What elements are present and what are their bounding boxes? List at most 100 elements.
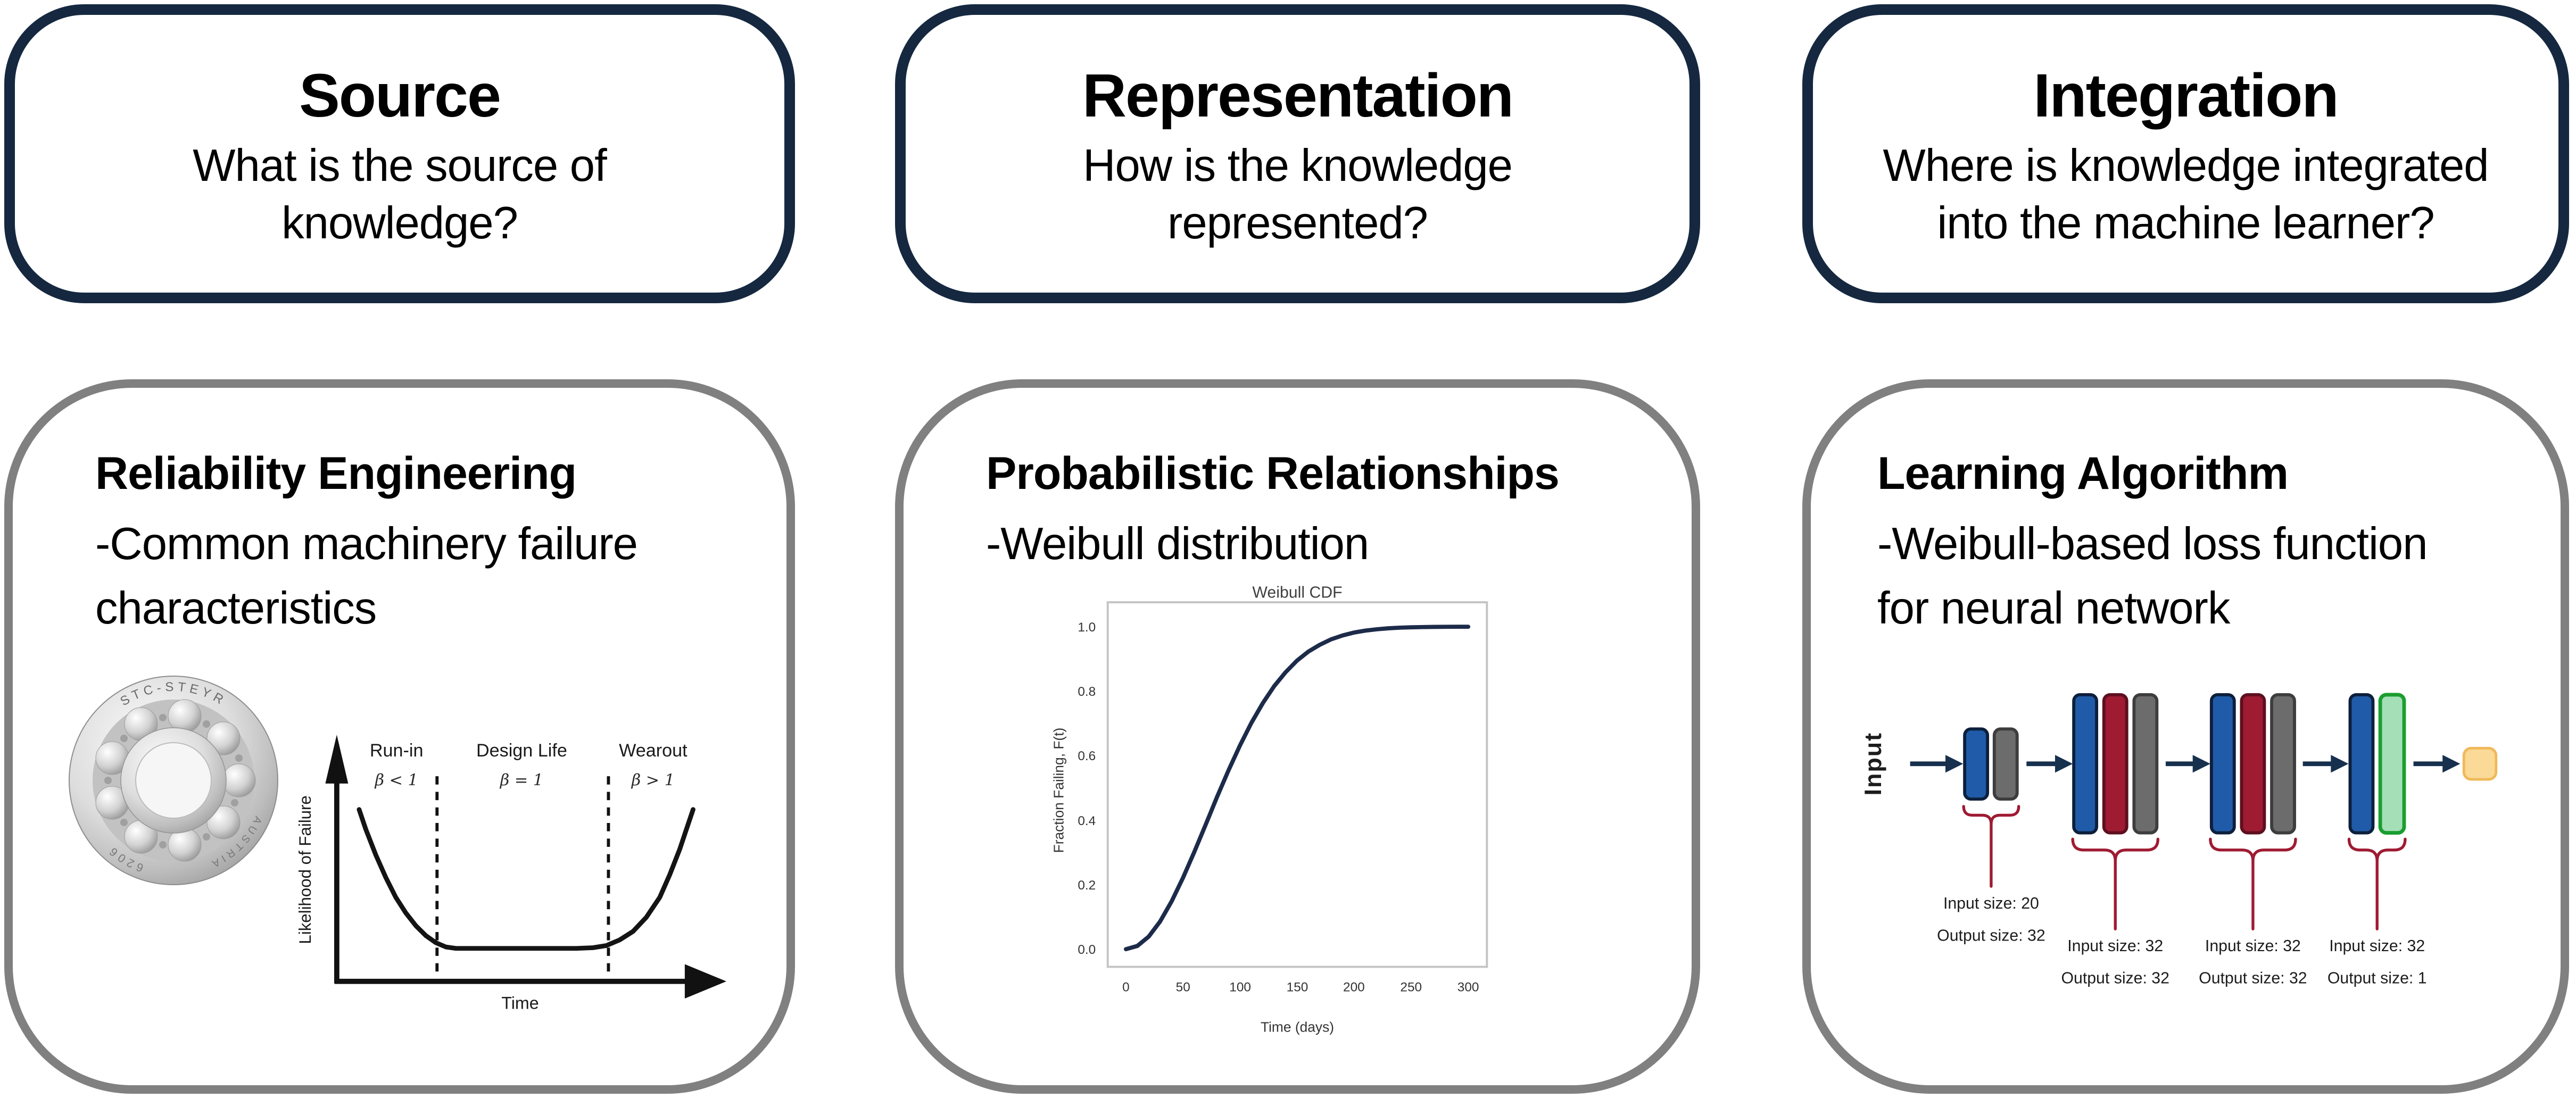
brace-icon — [1962, 805, 2020, 825]
nn-flow-arrows — [1910, 755, 2461, 773]
layer-bar-blue — [2072, 693, 2099, 835]
layer-size-label: Output size: 1 — [2327, 970, 2427, 987]
header-subtitle-integration: Where is knowledge integrated into the m… — [1813, 137, 2558, 252]
bearing-bore — [135, 742, 212, 819]
header-subtitle-source: What is the source of knowledge? — [15, 137, 784, 252]
weibull-cdf-chart: Weibull CDF 0.0 0.2 0.4 0.6 0.8 1.0 0 50… — [1051, 584, 1488, 1035]
svg-text:0.0: 0.0 — [1078, 943, 1096, 957]
layer-size-label: Output size: 32 — [2061, 970, 2169, 987]
body-line: for neural network — [1877, 583, 2230, 634]
bathtub-y-axis-arrowhead-icon — [325, 735, 349, 784]
body-line: -Weibull distribution — [986, 519, 1369, 569]
bathtub-beta-label: β = 1 — [500, 771, 543, 790]
neural-network-diagram: Input — [1859, 693, 2498, 987]
header-box-representation: Representation How is the knowledge repr… — [895, 4, 1700, 303]
layer-size-label: Output size: 32 — [2199, 970, 2307, 987]
nn-output-node — [2462, 747, 2498, 781]
bathtub-beta-label: β > 1 — [631, 771, 675, 790]
bathtub-region-label: Wearout — [619, 741, 688, 761]
subtitle-line: knowledge? — [281, 198, 518, 249]
card-probabilistic-relationships: Probabilistic Relationships -Weibull dis… — [895, 379, 1700, 1094]
card-learning-algorithm: Learning Algorithm -Weibull-based loss f… — [1802, 379, 2569, 1094]
nn-size-labels: Input size: 20 Output size: 32 Input siz… — [1937, 895, 2426, 987]
card-reliability-engineering: Reliability Engineering -Common machiner… — [4, 379, 795, 1094]
layer-bar-red — [2102, 693, 2128, 835]
subtitle-line: into the machine learner? — [1937, 198, 2434, 249]
svg-text:250: 250 — [1400, 980, 1422, 994]
weibull-x-tick-labels: 0 50 100 150 200 250 300 — [1122, 980, 1479, 994]
svg-text:0: 0 — [1122, 980, 1130, 994]
card-title-reliability: Reliability Engineering — [95, 448, 577, 499]
subtitle-line: represented? — [1167, 198, 1428, 249]
ball-bearing-image: STC-STEYR AUSTRIA 6206 — [69, 676, 278, 885]
card-body-learning: -Weibull-based loss function for neural … — [1877, 512, 2531, 640]
svg-text:1.0: 1.0 — [1078, 620, 1096, 635]
brace-icon — [2071, 837, 2159, 861]
layer-bar-gray — [2132, 693, 2159, 835]
header-title-representation: Representation — [1082, 62, 1514, 130]
subtitle-line: How is the knowledge — [1083, 140, 1513, 192]
layer-bar-blue — [2209, 693, 2236, 835]
bathtub-curve-line — [357, 807, 695, 951]
subtitle-line: What is the source of — [193, 140, 607, 192]
bathtub-region-label: Design Life — [476, 741, 567, 761]
nn-layer-bars — [1963, 693, 2498, 835]
header-title-integration: Integration — [2033, 62, 2339, 130]
layer-bar-green — [2378, 693, 2406, 835]
nn-braces — [1962, 805, 2407, 930]
body-line: characteristics — [95, 583, 377, 634]
svg-text:100: 100 — [1229, 980, 1251, 994]
svg-text:150: 150 — [1287, 980, 1308, 994]
arrow-right-head-icon — [1945, 755, 1964, 773]
arrow-right-head-icon — [2055, 755, 2073, 773]
card-text-learning: Learning Algorithm -Weibull-based loss f… — [1877, 451, 2531, 640]
card-title-probabilistic: Probabilistic Relationships — [986, 448, 1560, 499]
layer-size-label: Input size: 20 — [1943, 895, 2039, 912]
bearing-balls — [95, 699, 256, 862]
bathtub-y-axis-label: Likelihood of Failure — [296, 795, 314, 944]
header-subtitle-representation: How is the knowledge represented? — [906, 137, 1689, 252]
layer-size-label: Input size: 32 — [2205, 937, 2301, 955]
nn-input-label: Input — [1859, 732, 1886, 795]
weibull-cdf-curve-line — [1123, 625, 1471, 952]
svg-text:0.4: 0.4 — [1078, 814, 1096, 828]
card-body-probabilistic: -Weibull distribution — [986, 512, 1662, 577]
layer-size-label: Input size: 32 — [2067, 937, 2163, 955]
card-body-reliability: -Common machinery failure characteristic… — [95, 512, 757, 640]
layer-bar-red — [2240, 693, 2266, 835]
bathtub-x-axis-arrowhead-icon — [684, 964, 727, 999]
layer-bar-blue — [2348, 693, 2375, 835]
body-line: -Common machinery failure — [95, 519, 638, 569]
layer-bar-gray — [1992, 727, 2019, 801]
brace-icon — [2209, 837, 2297, 861]
layer-bar-gray — [2270, 693, 2296, 835]
header-box-source: Source What is the source of knowledge? — [4, 4, 795, 303]
body-line: -Weibull-based loss function — [1877, 519, 2428, 569]
arrow-right-head-icon — [2192, 755, 2210, 773]
arrow-right-head-icon — [2331, 755, 2349, 773]
svg-text:200: 200 — [1343, 980, 1365, 994]
bathtub-curve-chart: Run-in Design Life Wearout β < 1 β = 1 β… — [296, 735, 727, 1013]
bathtub-beta-label: β < 1 — [374, 771, 418, 790]
card-text-reliability: Reliability Engineering -Common machiner… — [95, 451, 757, 640]
card-title-learning: Learning Algorithm — [1877, 448, 2289, 499]
svg-text:300: 300 — [1457, 980, 1479, 994]
svg-text:0.6: 0.6 — [1078, 749, 1096, 763]
weibull-y-tick-labels: 0.0 0.2 0.4 0.6 0.8 1.0 — [1078, 620, 1096, 957]
card-text-probabilistic: Probabilistic Relationships -Weibull dis… — [986, 451, 1662, 577]
brace-icon — [2347, 837, 2407, 861]
bathtub-region-label: Run-in — [370, 741, 424, 761]
bathtub-x-axis-label: Time — [501, 994, 539, 1013]
subtitle-line: Where is knowledge integrated — [1883, 140, 2489, 192]
svg-text:0.2: 0.2 — [1078, 878, 1096, 893]
weibull-y-axis-label: Fraction Failing, F(t) — [1051, 728, 1067, 853]
svg-text:0.8: 0.8 — [1078, 685, 1096, 699]
header-box-integration: Integration Where is knowledge integrate… — [1802, 4, 2569, 303]
layer-size-label: Output size: 32 — [1937, 927, 2045, 945]
header-title-source: Source — [299, 62, 501, 130]
arrow-right-head-icon — [2442, 755, 2461, 773]
weibull-chart-title: Weibull CDF — [1252, 584, 1342, 601]
layer-bar-blue — [1963, 727, 1990, 801]
layer-size-label: Input size: 32 — [2329, 937, 2425, 955]
